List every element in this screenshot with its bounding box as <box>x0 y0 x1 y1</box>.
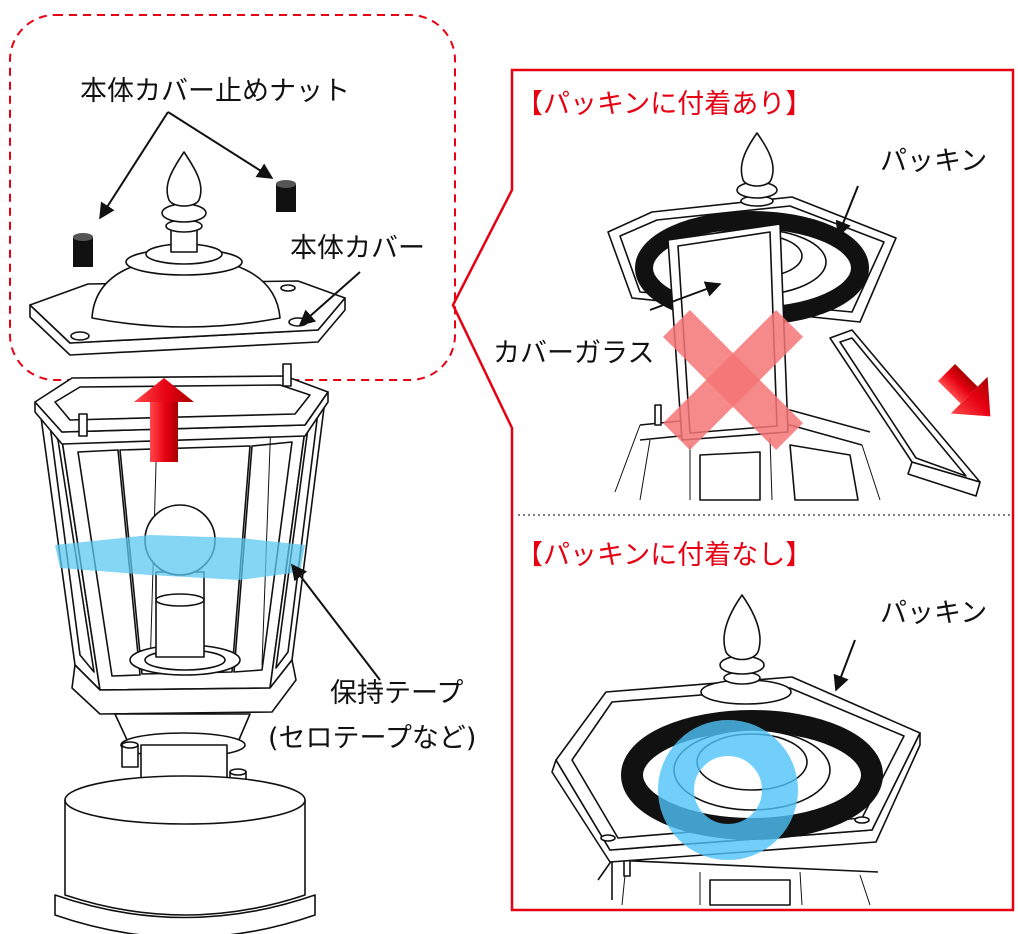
comparison-callout-frame <box>451 68 1015 912</box>
ok-lower-lantern <box>597 857 879 906</box>
lantern-body <box>34 363 329 715</box>
cover-detail-dashed-frame <box>9 14 456 381</box>
base-bolt-left <box>121 741 139 768</box>
cover-glass-label: カバーガラス <box>493 338 654 369</box>
without-gasket-title: 【パッキンに付着なし】 <box>516 540 812 571</box>
nut-label: 本体カバー止めナット <box>80 76 350 107</box>
gasket-top-label: パッキン <box>880 146 987 177</box>
cover-glass-pointer <box>649 281 722 311</box>
cover-pointer <box>298 271 361 327</box>
nut-pointer-left <box>99 111 169 220</box>
cover-glass-removed <box>829 329 981 497</box>
red-up-arrow-icon <box>134 378 194 462</box>
tape-sublabel: (セロテープなど) <box>268 723 476 754</box>
tape-label: 保持テープ <box>330 678 463 709</box>
cover-label: 本体カバー <box>290 233 425 264</box>
red-diagonal-arrow-icon <box>938 364 991 417</box>
circle-mark-icon <box>658 720 798 860</box>
cover-nut-left <box>73 233 93 267</box>
with-gasket-title: 【パッキンに付着あり】 <box>516 89 812 120</box>
nut-pointer-right <box>167 111 274 179</box>
gasket-bottom-pointer <box>833 639 856 692</box>
cover-nut-right <box>276 180 296 212</box>
gasket-bottom-label: パッキン <box>880 598 987 629</box>
body-cover <box>29 151 346 356</box>
holding-tape <box>55 535 305 580</box>
tape-pointer <box>291 563 381 681</box>
gasket-top-pointer <box>835 185 859 238</box>
lantern-base <box>54 713 316 934</box>
cross-mark-icon <box>662 309 804 451</box>
